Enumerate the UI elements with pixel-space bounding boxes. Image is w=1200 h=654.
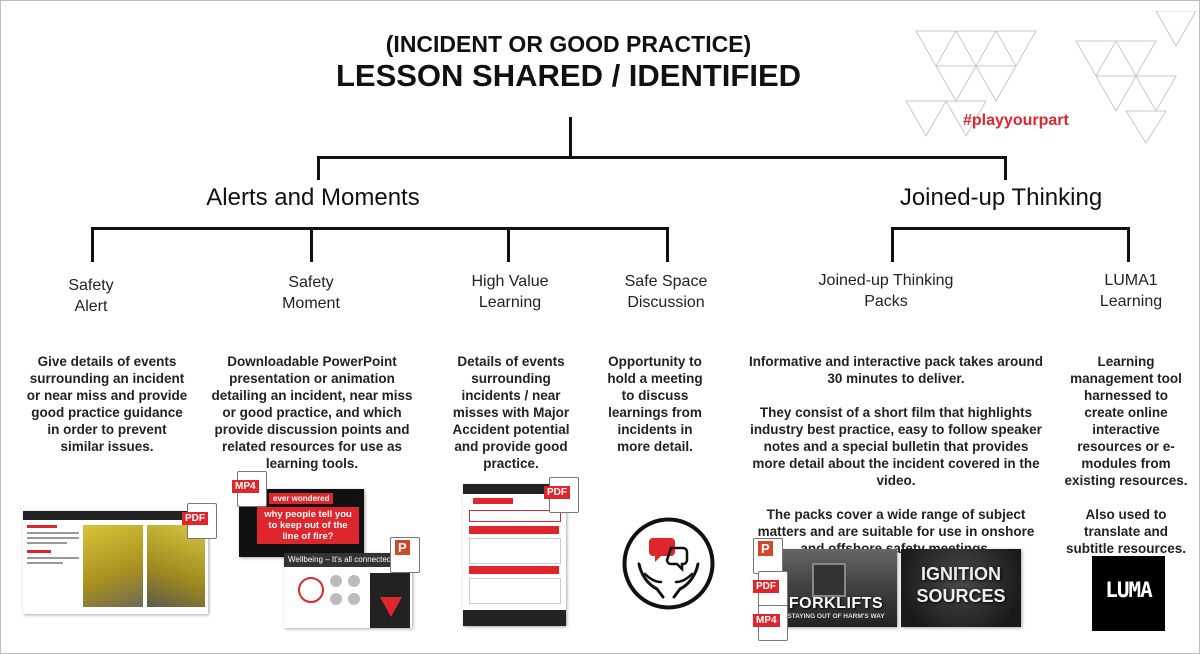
safety-alert-thumbnail: [23, 511, 208, 614]
mp4-badge-safety-moment: MP4: [232, 471, 267, 507]
pdf-label: PDF: [544, 486, 570, 499]
safety-moment-video-thumbnail: ever wondered why people tell you to kee…: [239, 489, 364, 557]
title-line-1: (INCIDENT OR GOOD PRACTICE): [385, 31, 752, 57]
item-desc-jut-packs: Informative and interactive pack takes a…: [746, 353, 1046, 574]
luma-logo: LUMA: [1092, 556, 1165, 631]
item-title-luma: LUMA1 Learning: [1099, 272, 1163, 310]
connector-right-horizontal: [891, 227, 1130, 230]
pdf-badge-jut: PDF: [753, 571, 788, 607]
pdf-badge-high-value: PDF: [544, 477, 579, 513]
forklifts-sub-label: STAYING OUT OF HARM'S WAY: [787, 613, 885, 620]
ignition-sources-video-thumbnail: IGNITION SOURCES: [901, 549, 1021, 627]
connector-safety-alert: [91, 227, 94, 262]
item-title-safe-space: Safe Space Discussion: [624, 273, 708, 311]
item-title-safety-moment: Safety Moment: [282, 274, 340, 312]
ignition-sources-label: IGNITION SOURCES: [916, 564, 1006, 606]
ppt-badge-safety-moment: P: [390, 537, 420, 573]
triangle-pattern-decoration: [905, 11, 1196, 144]
connector-right-branch: [1004, 156, 1007, 180]
item-desc-high-value: Details of events surrounding incidents …: [452, 354, 570, 471]
connector-left-horizontal: [91, 227, 668, 230]
item-title-safety-alert: Safety Alert: [68, 277, 114, 315]
mp4-badge-jut: MP4: [753, 605, 788, 641]
branch-joined-up-thinking: Joined-up Thinking: [899, 184, 1103, 211]
item-desc-safety-alert: Give details of events surrounding an in…: [26, 354, 188, 454]
forklifts-video-thumbnail: FORKLIFTS STAYING OUT OF HARM'S WAY: [772, 549, 897, 627]
luma-desc-2: Also used to translate and subtitle reso…: [1065, 507, 1187, 556]
item-title-jut-packs: Joined-up Thinking Packs: [818, 272, 954, 310]
pdf-label: PDF: [753, 580, 779, 593]
branch-alerts-and-moments: Alerts and Moments: [206, 184, 420, 211]
ppt-label: P: [395, 540, 410, 555]
item-title-high-value: High Value Learning: [471, 273, 549, 311]
jut-desc-2: They consist of a short film that highli…: [750, 405, 1042, 488]
ppt-badge-jut: P: [753, 538, 783, 574]
high-value-learning-thumbnail: [463, 484, 566, 626]
ppt-label: P: [758, 541, 773, 556]
item-desc-luma: Learning management tool harnessed to cr…: [1063, 353, 1189, 574]
luma-desc-1: Learning management tool harnessed to cr…: [1064, 354, 1188, 488]
title-line-2: LESSON SHARED / IDENTIFIED: [335, 58, 802, 93]
connector-top-horizontal: [317, 156, 1007, 159]
connector-high-value: [507, 227, 510, 262]
wellbeing-label: Wellbeing – It's all connected: [284, 553, 412, 567]
connector-jut-packs: [891, 227, 894, 262]
connector-left-branch: [317, 156, 320, 180]
pdf-badge-safety-alert: PDF: [182, 503, 217, 539]
mp4-label: MP4: [753, 614, 780, 627]
connector-luma: [1127, 227, 1130, 262]
pdf-label: PDF: [182, 512, 208, 525]
item-desc-safe-space: Opportunity to hold a meeting to discuss…: [607, 354, 703, 454]
ever-wondered-label: ever wondered: [269, 493, 334, 504]
forklifts-label: FORKLIFTS: [788, 595, 884, 612]
jut-desc-1: Informative and interactive pack takes a…: [748, 354, 1044, 386]
safety-moment-slide-thumbnail: Wellbeing – It's all connected: [284, 553, 412, 628]
connector-safe-space: [666, 227, 669, 262]
line-of-fire-label: why people tell you to keep out of the l…: [257, 507, 359, 544]
connector-safety-moment: [310, 227, 313, 262]
discussion-hands-icon: [622, 517, 715, 610]
connector-root-vertical: [569, 117, 572, 159]
item-desc-safety-moment: Downloadable PowerPoint presentation or …: [211, 354, 413, 471]
luma-logo-text: LUMA: [1105, 578, 1153, 602]
hashtag: #playyourpart: [963, 112, 1069, 129]
mp4-label: MP4: [232, 480, 259, 493]
